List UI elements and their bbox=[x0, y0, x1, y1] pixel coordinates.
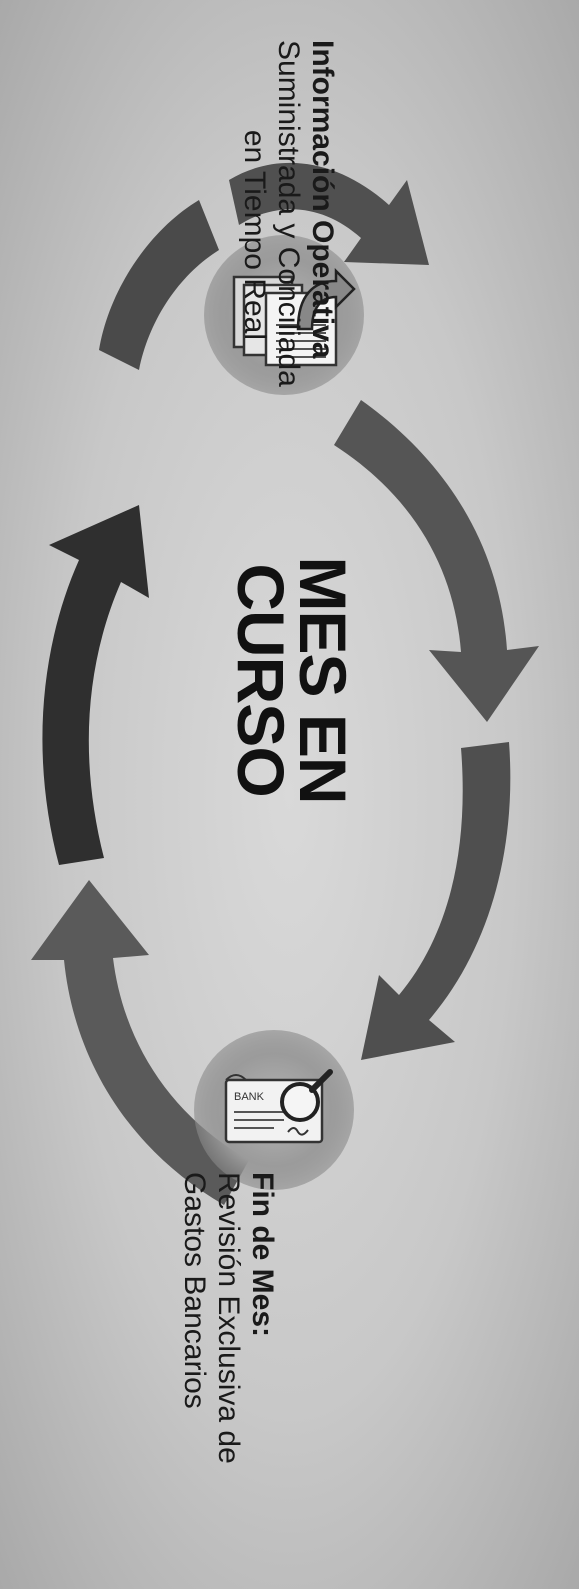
month-end-heading: Fin de Mes: bbox=[246, 1172, 279, 1338]
bank-statement-magnifier-icon: BANK bbox=[224, 1069, 333, 1144]
cycle-arrow-bottom-left bbox=[42, 505, 149, 865]
month-end-line2: Gastos Bancarios bbox=[178, 1172, 211, 1409]
center-title-line2: CURSO bbox=[224, 563, 298, 797]
center-title: MES EN CURSO bbox=[224, 460, 360, 900]
operational-info-line1: Suministrada y Conciliada bbox=[272, 40, 305, 387]
center-title-line1: MES EN bbox=[286, 556, 360, 804]
month-end-label: Fin de Mes: Revisión Exclusiva de Gastos… bbox=[177, 1172, 279, 1464]
operational-info-label: Información Operativa Suministrada y Con… bbox=[237, 40, 339, 387]
operational-info-heading: Información Operativa bbox=[306, 40, 339, 359]
bank-icon-text: BANK bbox=[234, 1091, 265, 1103]
operational-info-line2: en Tiempo Real bbox=[238, 129, 271, 340]
month-end-line1: Revisión Exclusiva de bbox=[212, 1172, 245, 1464]
cycle-arrow-left-bottom bbox=[99, 200, 219, 370]
cycle-arrow-bottom-right bbox=[31, 880, 249, 1205]
cycle-arrow-top-left bbox=[334, 400, 539, 722]
cycle-arrow-top-right bbox=[361, 742, 511, 1060]
documents-upload-icon bbox=[232, 267, 356, 367]
cycle-arrow-left-lower bbox=[229, 162, 429, 265]
